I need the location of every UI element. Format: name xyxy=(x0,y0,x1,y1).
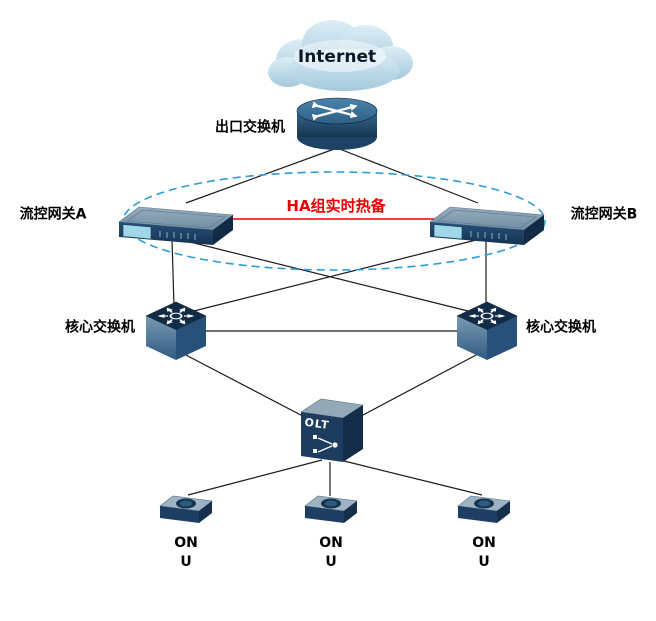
connection-lines xyxy=(171,147,487,496)
exit-switch-icon xyxy=(296,97,378,150)
edge-olt-onu3 xyxy=(339,459,483,496)
olt-splitter-icon xyxy=(313,435,338,453)
onu-1-label: ON U xyxy=(174,535,198,570)
ha-link-label: HA组实时热备 xyxy=(286,197,386,215)
onu-2-label: ON U xyxy=(319,535,343,570)
gateway-b-panel xyxy=(433,224,463,240)
router-arrows-icon xyxy=(311,101,358,121)
onu-3-label: ON U xyxy=(472,535,496,570)
gateway-a-icon xyxy=(118,206,234,245)
core-switch-right-icon xyxy=(456,301,518,360)
olt-icon xyxy=(300,398,364,462)
internet-label: Internet xyxy=(297,46,377,67)
core-switch-left-icon xyxy=(145,301,207,360)
onu-3-icon xyxy=(457,495,511,523)
gateway-b-icon xyxy=(429,206,545,245)
edge-gatewayA-coreLeft xyxy=(171,239,175,307)
onu-2-icon xyxy=(304,495,358,523)
core-switch-star-icon xyxy=(157,307,195,325)
edge-gatewayB-coreLeft xyxy=(181,239,477,315)
core-switch-left-label: 核心交换机 xyxy=(65,319,135,336)
gateway-a-panel xyxy=(122,224,152,240)
gateway-b-label: 流控网关B xyxy=(570,206,638,223)
internet-cloud-icon xyxy=(268,20,413,91)
edge-coreLeft-olt xyxy=(183,353,319,425)
core-switch-star-icon xyxy=(468,307,506,325)
core-switch-right-label: 核心交换机 xyxy=(526,319,596,336)
edge-coreRight-olt xyxy=(345,353,479,425)
edge-olt-onu1 xyxy=(187,459,323,496)
exit-switch-label: 出口交换机 xyxy=(215,119,285,136)
gateway-a-label: 流控网关A xyxy=(19,206,87,223)
onu-1-icon xyxy=(159,495,213,523)
